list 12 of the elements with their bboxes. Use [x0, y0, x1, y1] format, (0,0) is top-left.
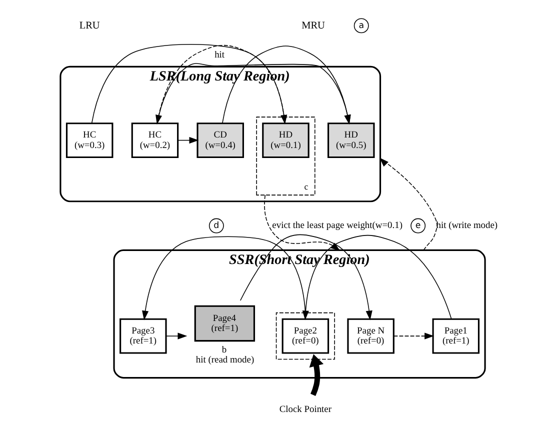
node-label: hit (read mode) — [195, 356, 254, 366]
label: e — [414, 220, 420, 231]
node-label: c — [304, 181, 308, 192]
label: d — [213, 220, 219, 231]
edge-label: evict the least page weight(w=0.1) — [272, 221, 402, 232]
node-label: b — [221, 345, 226, 356]
label: LRU — [78, 20, 100, 32]
label: MRU — [301, 20, 324, 32]
label: a — [358, 20, 364, 31]
edge-label: hit (write mode) — [436, 221, 498, 232]
edge-label: hit — [214, 50, 224, 61]
node-text: Clock Pointer — [278, 404, 332, 415]
